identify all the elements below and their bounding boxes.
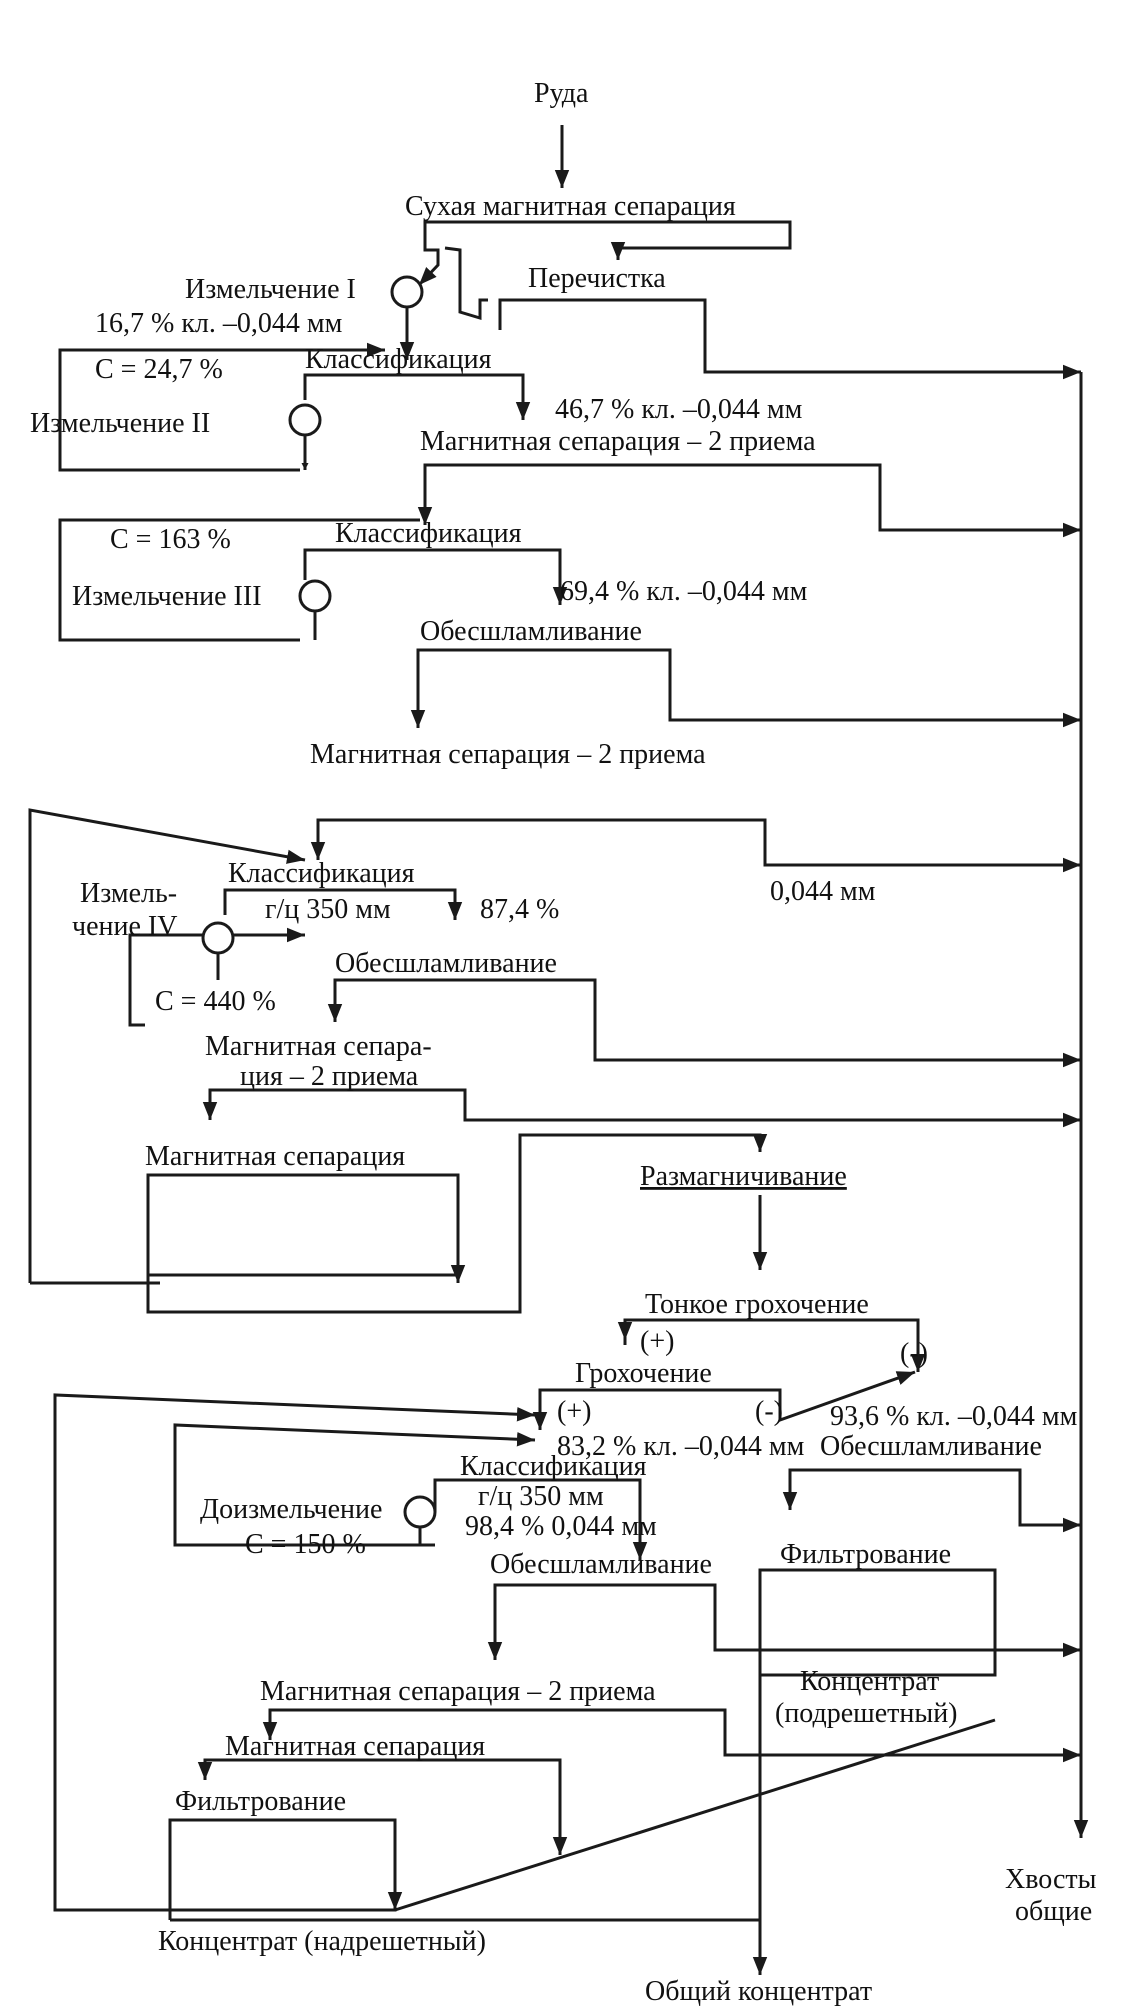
cleaning-bar — [498, 298, 1081, 380]
label-plus-2: (+) — [557, 1396, 591, 1427]
label-mag-sep-1: Магнитная сепарация – 2 приема — [420, 426, 816, 457]
label-grinding-3: Измельчение III — [72, 581, 262, 612]
mag-sep-3-bar — [208, 1088, 1081, 1128]
mill-1-icon — [390, 275, 424, 309]
mill-3-icon — [298, 579, 332, 613]
label-mag-sep-3a: Магнитная сепара- — [205, 1031, 432, 1062]
label-classification-2: Классификация — [335, 518, 522, 549]
label-oversize-size: 83,2 % кл. –0,044 мм — [557, 1431, 805, 1462]
mag-sep-final-loop — [146, 1133, 768, 1314]
label-total-concentrate: Общий концентрат — [645, 1976, 872, 2007]
label-circ-load-2: C = 163 % — [110, 524, 231, 555]
mag-sep-final-box — [146, 1173, 460, 1277]
label-tails-b: общие — [1015, 1896, 1092, 1927]
label-mag-sep-5: Магнитная сепарация — [225, 1731, 485, 1762]
filter-oversize-box — [168, 1818, 397, 1912]
desliming-4-bar — [493, 1583, 1081, 1660]
label-product-size-2: 69,4 % кл. –0,044 мм — [560, 576, 808, 607]
mill-2-icon — [288, 403, 322, 437]
recycle-loop-2 — [58, 518, 420, 642]
label-regrinding: Доизмельчение — [200, 1494, 382, 1525]
mag-sep-2-bar — [316, 818, 1081, 873]
label-concentrate-undersize-b: (подрешетный) — [775, 1698, 958, 1729]
label-desliming-3: Обесшламливание — [820, 1431, 1042, 1462]
label-circ-load-3: C = 440 % — [155, 986, 276, 1017]
label-desliming-2: Обесшламливание — [335, 948, 557, 979]
label-circ-load-4: C = 150 % — [245, 1529, 366, 1560]
label-filtering-oversize: Фильтрование — [175, 1786, 346, 1817]
label-mag-sep-2: Магнитная сепарация – 2 приема — [310, 739, 706, 770]
label-grinding-4a: Измель- — [80, 878, 177, 909]
label-product-size-1: 46,7 % кл. –0,044 мм — [555, 394, 803, 425]
classifier-3-bar — [223, 888, 463, 920]
label-minus-1: (-) — [900, 1338, 928, 1369]
label-concentrate-undersize-a: Концентрат — [800, 1666, 939, 1697]
mill-4-icon — [201, 921, 235, 955]
label-grinding-2: Измельчение II — [30, 408, 210, 439]
label-cleaning: Перечистка — [528, 263, 666, 294]
recycle-loop-1 — [58, 342, 385, 472]
label-classification-3: Классификация — [228, 858, 415, 889]
label-size-3: 0,044 мм — [770, 876, 876, 907]
label-classification-4: Классификация — [460, 1451, 647, 1482]
label-minus-2: (-) — [755, 1396, 783, 1427]
label-fine-screening: Тонкое грохочение — [645, 1289, 869, 1320]
label-dry-separation: Сухая магнитная сепарация — [405, 191, 736, 222]
desliming-2-bar — [333, 978, 1081, 1068]
label-classification-1: Классификация — [305, 344, 492, 375]
label-mag-sep-4: Магнитная сепарация – 2 приема — [260, 1676, 656, 1707]
label-hydrocyclone-1: г/ц 350 мм — [265, 894, 391, 925]
label-product-size-4: 98,4 % 0,044 мм — [465, 1511, 657, 1542]
label-mag-sep-3b: ция – 2 приема — [240, 1061, 419, 1092]
mill-5-icon — [403, 1495, 437, 1529]
label-desliming-1: Обесшламливание — [420, 616, 642, 647]
label-grinding-1: Измельчение I — [185, 274, 356, 305]
label-product-pct-3: 87,4 % — [480, 894, 559, 925]
label-filtering-undersize: Фильтрование — [780, 1539, 951, 1570]
dry-sep-to-mill1 — [417, 232, 440, 287]
recycle-loop-5 — [173, 1423, 536, 1547]
mag-sep-1-bar — [423, 463, 1081, 538]
label-plus-1: (+) — [640, 1326, 674, 1357]
recycle-loop-6 — [53, 1393, 536, 1912]
desliming-3-bar — [788, 1468, 1081, 1533]
filter-undersize-box — [758, 1568, 997, 1677]
classifier-2-bar — [303, 548, 568, 605]
dry-sep-bar — [423, 220, 792, 260]
label-feed: Руда — [534, 78, 589, 109]
label-screening: Грохочение — [575, 1358, 712, 1389]
label-undersize-size: 93,6 % кл. –0,044 мм — [830, 1401, 1078, 1432]
label-grinding-4b: чение IV — [72, 911, 177, 942]
label-demagnetizing: Размагничивание — [640, 1161, 847, 1192]
label-mag-sep-final: Магнитная сепарация — [145, 1141, 405, 1172]
dry-sep-tails — [444, 246, 488, 321]
desliming-1-bar — [416, 648, 1081, 728]
concentrate-to-total — [394, 1718, 996, 1912]
classifier-1-bar — [303, 373, 531, 420]
label-concentrate-oversize: Концентрат (надрешетный) — [158, 1926, 486, 1957]
label-circ-load-1: C = 24,7 % — [95, 354, 223, 385]
label-desliming-4: Обесшламливание — [490, 1549, 712, 1580]
label-tails-a: Хвосты — [1005, 1864, 1097, 1895]
recycle-loop-4 — [28, 808, 306, 1283]
classifier-4-bar — [433, 1478, 648, 1560]
label-hydrocyclone-2: г/ц 350 мм — [478, 1481, 604, 1512]
label-grind-size-1: 16,7 % кл. –0,044 мм — [95, 308, 343, 339]
